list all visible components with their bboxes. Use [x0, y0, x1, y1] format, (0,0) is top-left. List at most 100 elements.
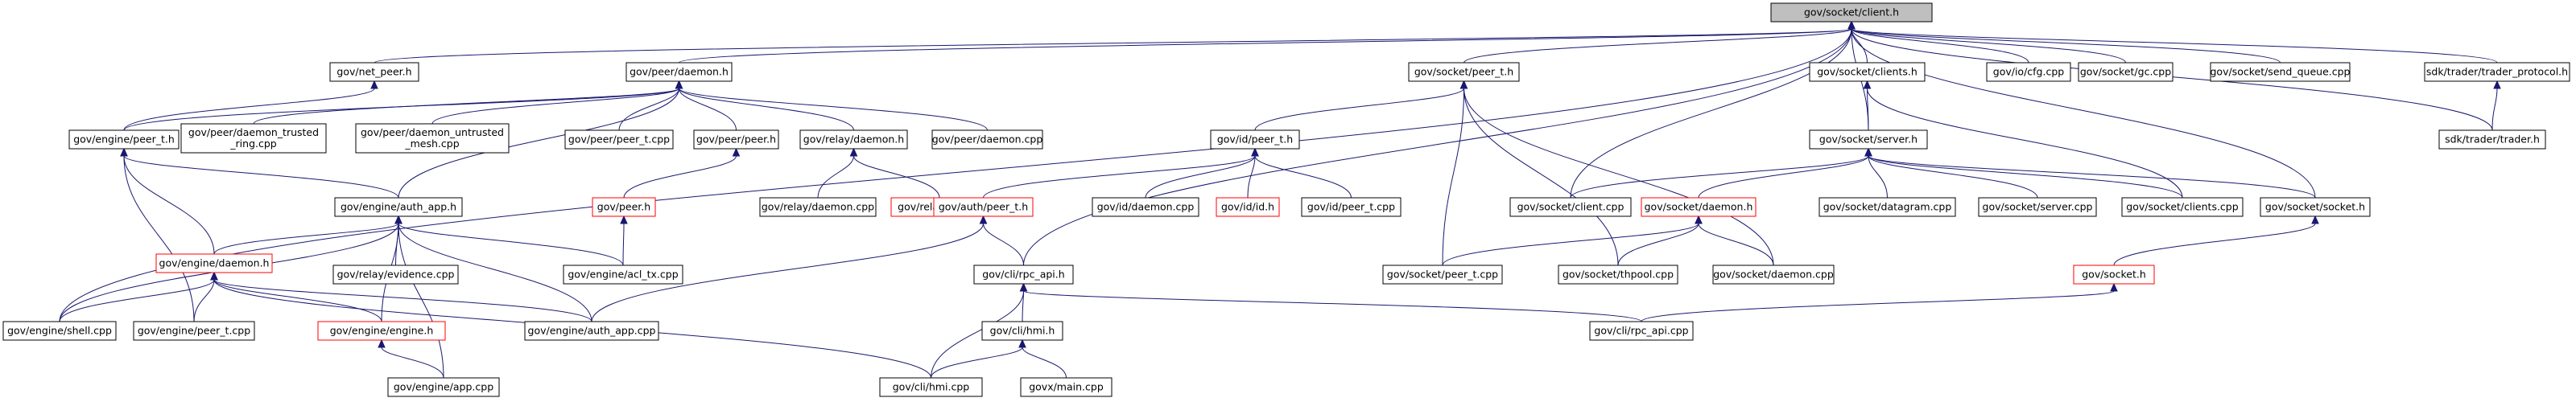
node-thpool[interactable]: gov/socket/thpool.cpp — [1558, 265, 1678, 285]
node-engine-peer-t-h[interactable]: gov/engine/peer_t.h — [68, 129, 180, 150]
node-box — [1770, 2, 1933, 23]
node-label: gov/socket/client.cpp — [1517, 201, 1624, 213]
node-sock-clients-cpp[interactable]: gov/socket/clients.cpp — [2121, 197, 2244, 217]
node-engine-daemon-h[interactable]: gov/engine/daemon.h — [155, 253, 273, 273]
node-sock-datagram[interactable]: gov/socket/datagram.cpp — [1818, 197, 1956, 217]
node-box — [563, 265, 683, 285]
node-id-peer-t-h[interactable]: gov/id/peer_t.h — [1210, 129, 1300, 150]
edge-line — [853, 155, 940, 199]
edge-line — [2491, 88, 2498, 131]
edge-line — [1254, 88, 1464, 131]
node-shell-cpp[interactable]: gov/engine/shell.cpp — [2, 321, 117, 341]
node-daemon-untrusted[interactable]: gov/peer/daemon_untrusted_mesh.cpp — [355, 123, 510, 154]
node-auth-peer-t-h[interactable]: gov/auth/peer_t.h — [933, 197, 1034, 217]
node-id-peer-t-cpp[interactable]: gov/id/peer_t.cpp — [1301, 197, 1402, 217]
node-engine-app[interactable]: gov/engine/app.cpp — [387, 377, 500, 397]
node-box — [1509, 197, 1632, 217]
node-send-queue[interactable]: gov/socket/send_queue.cpp — [2210, 62, 2351, 82]
node-socket-h[interactable]: gov/socket.h — [2073, 265, 2155, 285]
node-peer-peer-h[interactable]: gov/peer/peer.h — [693, 129, 779, 150]
node-sock-server-h[interactable]: gov/socket/server.h — [1809, 129, 1928, 150]
edge-line — [123, 88, 375, 131]
edge-peer_peer_h-to-peer_daemon_h — [675, 80, 737, 131]
edge-line — [398, 223, 592, 322]
edge-line — [1570, 155, 1869, 199]
node-peer-daemon-cpp[interactable]: gov/peer/daemon.cpp — [931, 129, 1043, 150]
edge-arrowhead — [675, 80, 683, 89]
edge-line — [1463, 88, 1619, 266]
node-peer-peer-t-cpp[interactable]: gov/peer/peer_t.cpp — [564, 129, 674, 150]
edge-line — [679, 88, 737, 131]
node-trader-protocol[interactable]: sdk/trader/trader_protocol.h — [2424, 62, 2570, 82]
node-acl-tx[interactable]: gov/engine/acl_tx.cpp — [563, 265, 683, 285]
node-relay-daemon-cpp[interactable]: gov/relay/daemon.cpp — [759, 197, 877, 217]
edge-engine_auth_app_h-to-engine_peer_t_h — [120, 147, 399, 199]
node-id-id-h[interactable]: gov/id/id.h — [1216, 197, 1280, 217]
node-cli-rpc-api-h[interactable]: gov/cli/rpc_api.h — [973, 265, 1074, 285]
edge-cli_rpc_api_h-to-root — [1023, 20, 1856, 266]
edge-line — [1868, 155, 2038, 199]
edge-line — [381, 347, 444, 379]
edge-line — [679, 28, 1852, 64]
node-engine-auth-app-h[interactable]: gov/engine/auth_app.h — [334, 197, 463, 217]
node-govx-main[interactable]: govx/main.cpp — [1020, 377, 1113, 397]
edge-line — [817, 155, 854, 199]
edge-line — [1868, 155, 2183, 199]
edge-cli_hmi_cpp-to-cli_hmi_h — [931, 338, 1026, 379]
node-sock-daemon-h[interactable]: gov/socket/daemon.h — [1641, 197, 1757, 217]
node-auth-app-cpp[interactable]: gov/engine/auth_app.cpp — [524, 321, 659, 341]
node-cli-hmi-h[interactable]: gov/cli/hmi.h — [981, 321, 1063, 341]
node-cli-rpc-api-cpp[interactable]: gov/cli/rpc_api.cpp — [1589, 321, 1694, 341]
node-engine-engine-h[interactable]: gov/engine/engine.h — [317, 321, 446, 341]
edge-arrowhead — [849, 147, 858, 157]
edge-arrowhead — [1695, 215, 1703, 224]
node-relay-daemon-h[interactable]: gov/relay/daemon.h — [799, 129, 908, 150]
node-label: gov/engine/engine.h — [330, 325, 434, 337]
edge-line — [1617, 223, 1699, 266]
edge-sock_clients_cpp-to-sock_server_h — [1864, 147, 2183, 199]
node-label: gov/peer/daemon.h — [630, 66, 729, 78]
node-label: gov/socket/server.h — [1819, 133, 1918, 146]
edge-line — [398, 223, 444, 379]
edge-sock_daemon_h-to-sock_server_h — [1698, 147, 1872, 199]
edge-sock_peer_t_h-to-root — [1463, 20, 1856, 64]
node-io-cfg[interactable]: gov/io/cfg.cpp — [1986, 62, 2071, 82]
node-sock-server-cpp[interactable]: gov/socket/server.cpp — [1978, 197, 2097, 217]
edge-arrowhead — [620, 215, 628, 224]
edge-arrowhead — [2493, 80, 2501, 89]
node-sock-client-cpp[interactable]: gov/socket/client.cpp — [1509, 197, 1632, 217]
node-sock-gc[interactable]: gov/socket/gc.cpp — [2078, 62, 2174, 82]
edge-line — [1442, 223, 1699, 266]
node-label: gov/socket/thpool.cpp — [1563, 269, 1674, 281]
edge-id_peer_t_h-to-sock_peer_t_h — [1254, 80, 1468, 131]
node-box — [1809, 62, 1926, 82]
node-net-peer[interactable]: gov/net_peer.h — [329, 62, 419, 82]
node-sock-peer-t-h[interactable]: gov/socket/peer_t.h — [1408, 62, 1520, 82]
node-cli-hmi-cpp[interactable]: gov/cli/hmi.cpp — [879, 377, 983, 397]
node-sock-clients-h[interactable]: gov/socket/clients.h — [1809, 62, 1926, 82]
node-relay-evidence[interactable]: gov/relay/evidence.cpp — [332, 265, 459, 285]
node-box — [1712, 265, 1835, 285]
node-sock-socket-h[interactable]: gov/socket/socket.h — [2260, 197, 2371, 217]
node-label: gov/id/peer_t.cpp — [1307, 201, 1395, 213]
edge-acl_tx-to-engine_auth_app_h — [394, 215, 624, 266]
node-label: sdk/trader/trader.h — [2445, 133, 2540, 146]
edge-acl_tx-to-peer_h — [620, 215, 628, 266]
edge-line — [123, 155, 399, 199]
node-peer-daemon-h[interactable]: gov/peer/daemon.h — [625, 62, 733, 82]
edge-arrowhead — [2110, 282, 2118, 292]
edge-arrowhead — [979, 215, 988, 224]
edge-arrowhead — [2311, 215, 2319, 224]
node-peer-h[interactable]: gov/peer.h — [592, 197, 656, 217]
node-engine-peer-t-cpp[interactable]: gov/engine/peer_t.cpp — [133, 321, 255, 341]
node-sock-daemon-cpp[interactable]: gov/socket/daemon.cpp — [1712, 265, 1835, 285]
node-trader-h[interactable]: sdk/trader/trader.h — [2438, 129, 2546, 150]
node-box — [387, 377, 500, 397]
node-box — [1641, 197, 1757, 217]
node-id-daemon-cpp[interactable]: gov/id/daemon.cpp — [1092, 197, 1199, 217]
node-label: gov/relay/daemon.h — [803, 133, 904, 146]
node-sock-peer-t-cpp[interactable]: gov/socket/peer_t.cpp — [1382, 265, 1503, 285]
node-label: gov/socket/clients.cpp — [2126, 201, 2238, 213]
node-box — [1216, 197, 1280, 217]
node-daemon-trusted[interactable]: gov/peer/daemon_trusted_ring.cpp — [180, 123, 327, 154]
